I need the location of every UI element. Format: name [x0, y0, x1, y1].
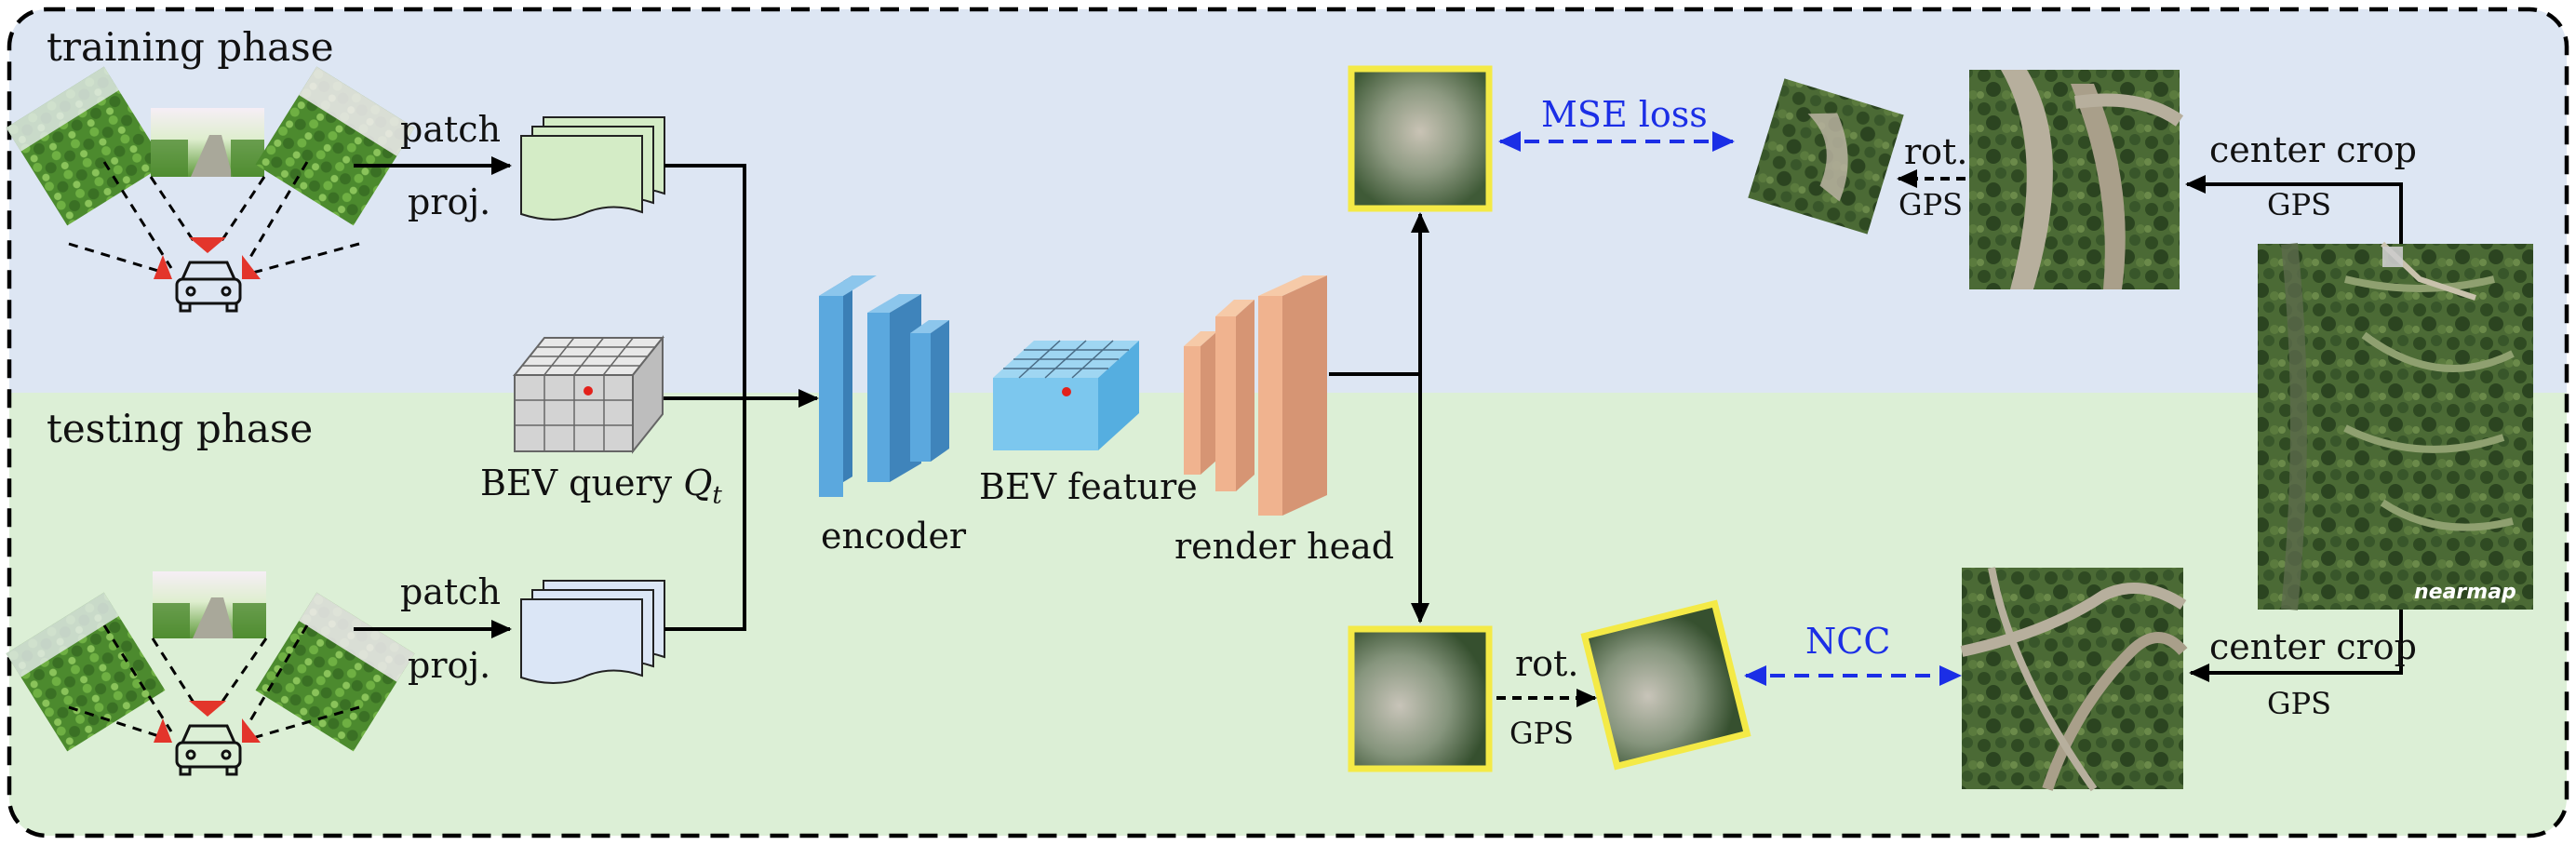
- center-crop-label-top: center crop: [2209, 129, 2417, 170]
- patch-tokens-training: [520, 116, 665, 221]
- training-phase-label: training phase: [47, 24, 334, 70]
- gps-label-top: GPS: [1898, 187, 1964, 222]
- rendered-image-testing: [1348, 625, 1493, 772]
- rotated-aerial-crop: [1748, 78, 1904, 235]
- aerial-crop-bottom: [1960, 567, 2188, 792]
- render-head-label: render head: [1174, 526, 1395, 567]
- encoder-label: encoder: [821, 516, 967, 557]
- patch-tokens-testing: [520, 580, 665, 684]
- bev-feature-box: [993, 340, 1139, 450]
- render-head-blocks: [1184, 275, 1327, 516]
- ncc-label: NCC: [1805, 621, 1891, 662]
- patch-label-top: patch: [400, 109, 502, 150]
- bev-query-text: BEV query: [480, 463, 673, 503]
- satellite-map: [2258, 241, 2533, 610]
- encoder-blocks: [819, 275, 949, 497]
- rendered-image-training: [1348, 65, 1493, 212]
- testing-phase-label: testing phase: [47, 406, 314, 451]
- bev-query-label: BEV query Qt: [480, 465, 722, 508]
- center-crop-label-bottom: center crop: [2209, 626, 2417, 667]
- center-crop-arrow-top: [2185, 175, 2403, 244]
- gps-crop-label-bottom: GPS: [2267, 686, 2332, 721]
- gps-label-bottom: GPS: [1509, 716, 1575, 751]
- mse-loss-label: MSE loss: [1541, 94, 1708, 135]
- patch-label-bottom: patch: [400, 571, 502, 612]
- rotated-rendered-image: [1580, 599, 1751, 771]
- bev-query-symbol: Q: [683, 463, 713, 503]
- bev-query-subscript: t: [712, 481, 722, 510]
- outer-dashed-frame: [7, 7, 2569, 838]
- rot-label-top: rot.: [1904, 131, 1968, 172]
- car-icon-training: [175, 261, 242, 313]
- bev-feature-label: BEV feature: [979, 466, 1198, 507]
- gps-crop-label-top: GPS: [2267, 187, 2332, 222]
- nearmap-watermark: nearmap: [2414, 581, 2516, 604]
- bev-query-cube: [512, 335, 665, 454]
- aerial-crop-top: [1969, 70, 2184, 289]
- camera-rig-training: [6, 66, 415, 313]
- car-icon-testing: [175, 724, 242, 776]
- center-crop-arrow-bottom: [2189, 610, 2403, 682]
- camera-rig-testing: [6, 571, 415, 776]
- rot-label-bottom: rot.: [1515, 643, 1579, 684]
- proj-label-bottom: proj.: [408, 645, 491, 686]
- proj-label-top: proj.: [408, 181, 491, 222]
